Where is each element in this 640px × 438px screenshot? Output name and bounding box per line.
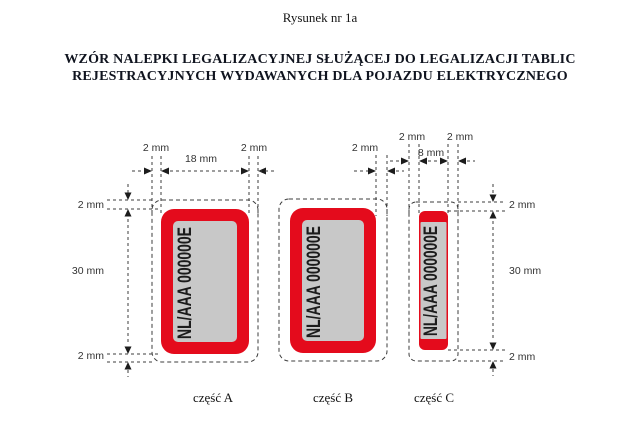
dim-c-top-right: 2 mm [447,131,474,143]
dim-c-right-bottom: 2 mm [509,351,536,363]
sticker-a-outline [151,199,259,363]
dim-a-top-left: 2 mm [143,142,170,154]
caption-czesc-c: część C [414,390,454,405]
sticker-a-figure: NL/AAA 000000E 2 mm 18 mm 2 mm 2 mm 30 m… [72,142,274,405]
sticker-a-guide-lines [151,156,259,216]
sticker-b-face [302,220,364,341]
document-title-line1: WZÓR NALEPKI LEGALIZACYJNEJ SŁUŻĄCEJ DO … [64,52,576,67]
dim-c-top-left: 2 mm [399,131,426,143]
document-title-line2: REJESTRACYJNYCH WYDAWANYCH DLA POJAZDU E… [72,69,568,84]
sticker-a-top-dimension [132,167,274,175]
dim-a-left-bottom: 2 mm [78,350,105,362]
sticker-b-figure: NL/AAA 000000E 2 mm część B [278,142,404,405]
dim-c-height: 30 mm [509,265,541,277]
sticker-a-extension-lines [107,199,161,363]
sticker-c-right-dimension [489,184,497,376]
caption-czesc-b: część B [313,390,353,405]
sticker-c-top-dimension [390,157,475,165]
sticker-a-plate-text: NL/AAA 000000E [175,227,196,339]
dim-a-width: 18 mm [185,153,217,165]
sticker-c-face [420,222,447,339]
dim-a-height: 30 mm [72,265,104,277]
sticker-a-left-dimension [124,184,132,377]
caption-czesc-a: część A [193,390,234,405]
dim-a-top-right: 2 mm [241,142,268,154]
sticker-b-guide-lines [375,155,388,216]
sticker-c-guide-lines [408,144,459,216]
figure-number: Rysunek nr 1a [282,10,358,25]
sticker-c-plate-text: NL/AAA 000000E [421,226,442,336]
document-title: WZÓR NALEPKI LEGALIZACYJNEJ SŁUŻĄCEJ DO … [0,51,640,85]
dim-a-left-top: 2 mm [78,199,105,211]
sticker-b-outline [278,198,388,362]
dim-b-right-gap: 2 mm [352,142,379,154]
dim-c-right-top: 2 mm [509,199,536,211]
dim-c-width: 8 mm [418,147,445,159]
sticker-c-extension-lines [448,201,506,362]
sticker-a-face [173,221,237,342]
sticker-c-figure: NL/AAA 000000E 2 mm 8 mm 2 mm 2 mm 30 mm… [390,131,541,405]
sticker-c-outline [408,201,459,362]
sticker-b-plate-text: NL/AAA 000000E [304,226,325,338]
sticker-b-top-dimension [354,167,404,175]
